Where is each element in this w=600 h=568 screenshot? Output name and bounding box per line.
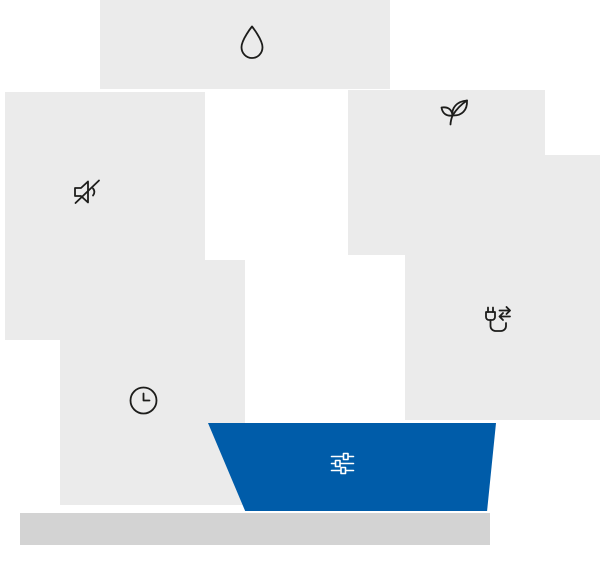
tile-water[interactable] [100,0,390,89]
speaker-muted-icon [68,172,108,212]
base-bar [20,513,490,545]
tile-timer[interactable] [60,260,245,505]
leaf-icon [438,95,472,129]
clock-icon [127,384,160,417]
water-drop-icon [237,24,267,61]
plug-swap-icon [477,304,513,340]
tile-connect[interactable] [405,155,600,420]
sliders-icon [328,449,357,478]
settings-basin[interactable] [208,423,496,511]
